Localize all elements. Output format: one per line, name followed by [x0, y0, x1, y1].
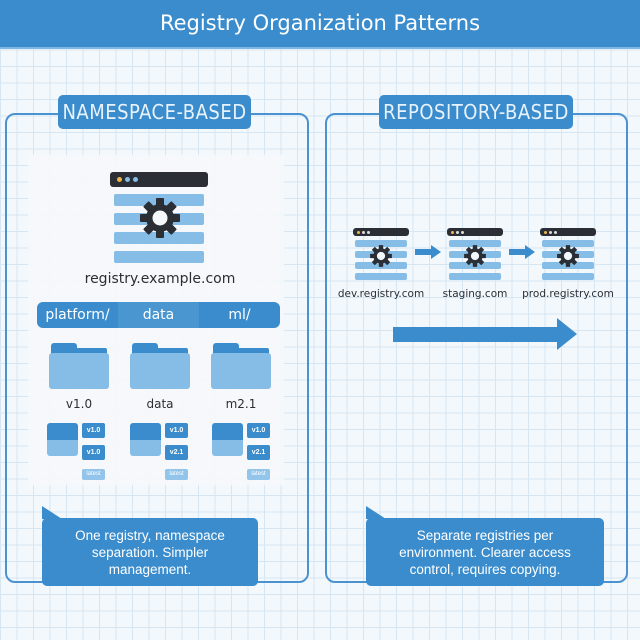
image-layer-icon [130, 423, 161, 456]
namespace-callout: One registry, namespace separation. Simp… [42, 518, 258, 586]
repository-callout: Separate registries per environment. Cle… [366, 518, 604, 586]
latest-badge[interactable]: latest [82, 469, 105, 480]
namespace-ml[interactable]: ml/ [228, 307, 251, 323]
registry-label: registry.example.com [84, 271, 236, 287]
tag-badge[interactable]: v1.0 [82, 423, 105, 438]
arrow-right-icon [509, 245, 535, 259]
namespace-data[interactable]: data [118, 302, 199, 328]
server-gear-icon[interactable] [540, 228, 596, 280]
server-gear-icon [110, 172, 208, 263]
gear-icon [464, 245, 486, 267]
repository-panel-title: REPOSITORY-BASED [379, 95, 573, 129]
folder-icon[interactable] [211, 343, 271, 389]
folder-label: v1.0 [65, 397, 93, 411]
latest-badge[interactable]: latest [165, 469, 188, 480]
gear-icon [140, 198, 180, 238]
registry-label: staging.com [442, 288, 508, 300]
server-gear-icon[interactable] [353, 228, 409, 280]
folder-icon[interactable] [130, 343, 190, 389]
namespace-panel-title: NAMESPACE-BASED [58, 95, 251, 129]
namespace-bar: platform/ data ml/ [37, 302, 280, 328]
tag-badge[interactable]: v2.1 [165, 445, 188, 460]
folder-icon[interactable] [49, 343, 109, 389]
tag-badge[interactable]: v2.1 [247, 445, 270, 460]
namespace-callout-text: One registry, namespace separation. Simp… [75, 527, 225, 577]
tag-badge[interactable]: v1.0 [165, 423, 188, 438]
registry-label: prod.registry.com [522, 288, 614, 300]
image-layer-icon [212, 423, 243, 456]
callout-tip [366, 506, 386, 519]
latest-badge[interactable]: latest [247, 469, 270, 480]
registry-label: dev.registry.com [337, 288, 425, 300]
folder-label: data [146, 397, 174, 411]
server-gear-icon[interactable] [447, 228, 503, 280]
page-title: Registry Organization Patterns [159, 11, 481, 35]
tag-badge[interactable]: v1.0 [82, 445, 105, 460]
gear-icon [370, 245, 392, 267]
folder-label: m2.1 [225, 397, 257, 411]
image-layer-icon [47, 423, 78, 456]
repository-callout-text: Separate registries per environment. Cle… [399, 527, 571, 577]
callout-tip [42, 506, 62, 519]
arrow-right-icon [415, 245, 441, 259]
gear-icon [557, 245, 579, 267]
page-title-banner: Registry Organization Patterns [0, 0, 640, 49]
namespace-platform[interactable]: platform/ [45, 307, 110, 323]
promotion-arrow-icon [393, 318, 577, 350]
tag-badge[interactable]: v1.0 [247, 423, 270, 438]
